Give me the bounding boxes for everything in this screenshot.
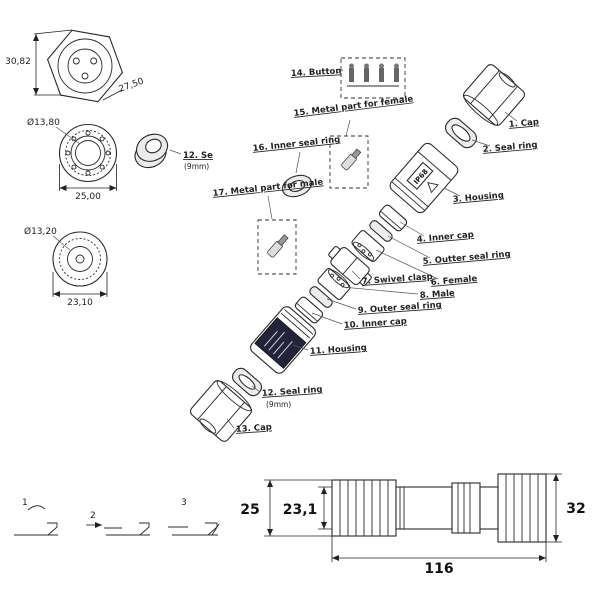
dim-25-extensions xyxy=(264,479,332,537)
step-3-number: 3 xyxy=(181,498,187,508)
part-inner-cap-top xyxy=(378,204,408,232)
callout-17-metal-part-male: 17. Metal part for male xyxy=(212,177,324,199)
dim-height-right: 32 xyxy=(566,501,585,517)
dim-overall-length: 116 xyxy=(424,561,453,577)
assembly-step-3: 3 xyxy=(168,498,220,536)
thread-lines-left xyxy=(399,487,405,529)
female-dashed-circle xyxy=(65,130,111,176)
female-face-view: Ø13,80 25,00 xyxy=(27,117,118,202)
male-outer-circle xyxy=(52,231,108,287)
male-mid-circle xyxy=(59,238,101,280)
callout-7-swivel-clasp: 7. Swivel clasp xyxy=(362,272,434,287)
callout-5-outter-seal-ring: 5. Outter seal ring xyxy=(422,249,511,267)
hex-dim-extensions xyxy=(33,29,73,96)
dim-male-width: 23,10 xyxy=(67,298,93,308)
step-3-sketch xyxy=(168,522,220,536)
part-outer-seal-bottom xyxy=(309,286,333,308)
metal-male-detail-box xyxy=(257,219,297,275)
hex-outer-ring xyxy=(57,38,113,94)
dim-height-left: 25 xyxy=(240,502,259,518)
callout-4-inner-cap: 4. Inner cap xyxy=(416,230,474,245)
male-center-circle xyxy=(75,254,85,264)
callout-9-outer-seal-ring: 9. Outer seal ring xyxy=(358,300,443,316)
callout-14-button: 14. Button xyxy=(291,66,342,79)
male-pin-circle xyxy=(67,246,93,272)
part-housing-top: IP68 xyxy=(389,142,459,214)
callout-13-cap: 13. Cap xyxy=(236,423,273,435)
part-cap-top xyxy=(462,64,526,126)
callout-12-seal-ring-size: (9mm) xyxy=(266,400,291,409)
assembled-dimensions: 25 23,1 32 116 xyxy=(240,473,586,577)
step-1-number: 1 xyxy=(22,498,28,508)
part-inner-cap-bottom xyxy=(294,296,324,324)
metal-contact-female xyxy=(341,148,362,171)
part-swivel-clasp xyxy=(328,245,372,287)
dim-female-diameter: Ø13,80 xyxy=(27,117,60,128)
female-mid-circle xyxy=(70,135,106,171)
part-housing-bottom xyxy=(250,306,316,374)
dim-32-extensions xyxy=(546,473,562,543)
step-2-sketch xyxy=(104,522,150,536)
inner-seal-ring-detail xyxy=(281,174,313,198)
part-male xyxy=(317,268,351,300)
callout-seal-detail-size: (9mm) xyxy=(184,162,209,171)
callout-6-female: 6. Female xyxy=(430,274,478,288)
pin-slot xyxy=(81,72,89,80)
callout-12-seal-ring: 12. Seal ring xyxy=(262,385,323,399)
seal-detail-leader xyxy=(169,149,182,155)
callout-10-inner-cap: 10. Inner cap xyxy=(344,317,408,331)
female-crown-dots xyxy=(65,130,111,176)
female-diameter-leader xyxy=(55,126,81,145)
warning-triangle-icon xyxy=(427,182,439,194)
body-left xyxy=(395,486,453,530)
left-knurl-lines xyxy=(339,480,389,536)
leader-lines xyxy=(226,69,518,429)
female-outer-circle xyxy=(58,123,118,183)
step-2-number: 2 xyxy=(90,511,96,521)
assembly-step-1: 1 xyxy=(14,498,58,536)
metal-female-detail-box xyxy=(329,135,369,189)
hex-end-view: 30,82 27,50 xyxy=(5,29,146,103)
dim-female-width: 25,00 xyxy=(75,192,101,202)
pin-slot xyxy=(72,57,80,65)
button-detail-box xyxy=(340,57,406,99)
pin-slot xyxy=(90,57,98,65)
seal-ring-detail-view xyxy=(134,133,169,169)
seal-detail-hole xyxy=(145,138,162,154)
mid-band-lines xyxy=(457,483,471,533)
callout-seal-detail: 12. Se xyxy=(183,151,213,161)
callout-16-inner-seal-ring: 16. Inner seal ring xyxy=(252,135,340,154)
part-cap-bottom xyxy=(189,380,253,442)
mid-coupling-band xyxy=(451,482,481,534)
body-right xyxy=(479,486,499,530)
hex-flats-leader xyxy=(102,89,123,101)
right-knurl-lines xyxy=(505,474,539,542)
step-1-sketch xyxy=(14,505,58,536)
callout-8-male: 8. Male xyxy=(420,289,456,301)
male-diameter-leader xyxy=(52,235,71,251)
dim-hex-across-flats: 27,50 xyxy=(118,77,146,95)
button-pins xyxy=(347,63,399,87)
hex-outline xyxy=(46,29,124,103)
dim-231-extensions xyxy=(318,486,332,530)
part-seal-ring-top xyxy=(445,117,477,149)
metal-contact-male xyxy=(267,234,289,258)
hex-inner-ring xyxy=(67,48,103,84)
callout-1-cap: 1. Cap xyxy=(508,117,539,130)
callout-11-housing: 11. Housing xyxy=(310,343,368,357)
part-outer-seal-top xyxy=(369,220,393,242)
assembly-step-2: 2 xyxy=(86,511,150,536)
callout-3-housing: 3. Housing xyxy=(452,191,504,205)
dim-male-diameter: Ø13,20 xyxy=(24,226,57,237)
dim-height-inner: 23,1 xyxy=(283,502,318,518)
male-face-view: Ø13,20 23,10 xyxy=(24,226,108,308)
dim-hex-across-corners: 30,82 xyxy=(5,57,31,67)
part-female xyxy=(351,230,385,262)
part-seal-ring-bottom xyxy=(232,367,262,397)
callout-2-seal-ring: 2. Seal ring xyxy=(482,140,538,155)
female-pin-circle xyxy=(75,140,101,166)
assembled-connector-view xyxy=(331,473,547,543)
